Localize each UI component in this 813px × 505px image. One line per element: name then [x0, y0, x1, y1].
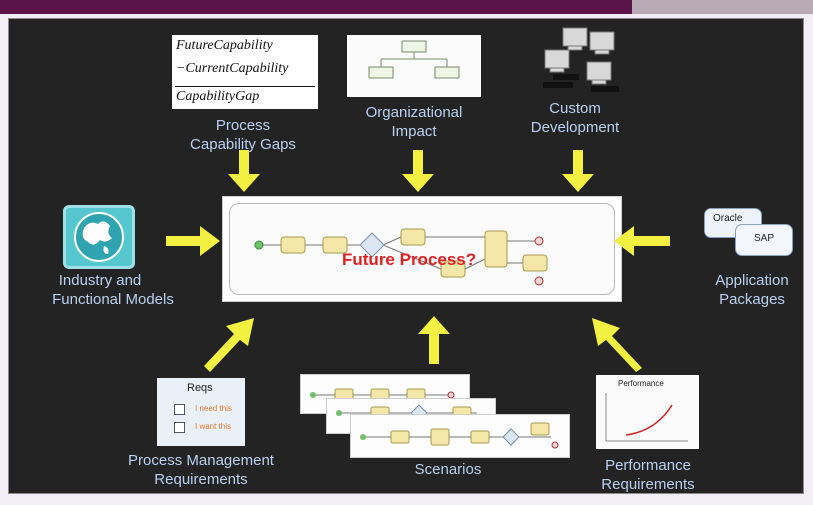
reqs-title: Reqs	[187, 382, 213, 394]
reqs-checkbox-1[interactable]	[174, 404, 185, 415]
top-banner-accent	[632, 0, 813, 14]
arrow-left-packages	[614, 226, 670, 256]
capability-formula-card: FutureCapability −CurrentCapability Capa…	[172, 35, 318, 109]
label-pm-requirements: Requirements	[154, 471, 248, 488]
scenario-flow-3	[360, 422, 559, 449]
performance-curve	[605, 393, 688, 442]
arrow-down-gaps	[228, 150, 260, 192]
reqs-card: Reqs I need this I want this	[157, 378, 245, 446]
future-process-flow	[254, 228, 548, 286]
label-industry: Industry and	[58, 272, 142, 289]
label-development: Development	[530, 119, 620, 136]
formula-line-future: FutureCapability	[176, 38, 273, 53]
label-packages: Packages	[719, 291, 785, 308]
scenario-card-3	[350, 414, 570, 458]
label-custom: Custom	[549, 100, 601, 117]
label-capability-gaps: Capability Gaps	[190, 136, 296, 153]
reqs-item-want: I want this	[195, 422, 232, 431]
performance-card-title: Performance	[618, 379, 664, 388]
label-perf-requirements: Requirements	[601, 476, 695, 493]
arrow-up-scenarios	[418, 316, 450, 364]
arrow-right-industry	[166, 226, 220, 256]
label-impact: Impact	[391, 123, 437, 140]
arrow-down-org	[402, 150, 434, 192]
label-functional-models: Functional Models	[52, 291, 174, 308]
reqs-item-need: I need this	[195, 404, 232, 413]
formula-rule	[175, 86, 315, 87]
label-process-management: Process Management	[128, 452, 274, 469]
label-process: Process	[215, 117, 271, 134]
org-chart-graphic	[368, 40, 460, 79]
reqs-checkbox-2[interactable]	[174, 422, 185, 433]
formula-line-gap: CapabilityGap	[176, 89, 260, 104]
arrow-upright-pm	[204, 318, 254, 372]
performance-card: Performance	[596, 375, 699, 449]
top-banner	[0, 0, 813, 14]
formula-line-current: −CurrentCapability	[176, 61, 289, 76]
globe-graphic	[74, 212, 124, 262]
future-process-title: Future Process?	[342, 250, 477, 269]
future-process-box	[222, 196, 622, 302]
globe-icon	[63, 205, 135, 269]
label-application: Application	[715, 272, 789, 289]
label-scenarios: Scenarios	[414, 461, 482, 478]
org-chart-card	[347, 35, 481, 97]
sap-label: SAP	[753, 233, 774, 244]
label-organizational: Organizational	[365, 104, 463, 121]
sap-bubble: SAP	[735, 224, 793, 256]
arrow-upleft-perf	[592, 318, 642, 372]
label-performance: Performance	[605, 457, 691, 474]
arrow-down-custom	[562, 150, 594, 192]
computers-icon	[543, 27, 619, 92]
oracle-label: Oracle	[713, 213, 743, 224]
